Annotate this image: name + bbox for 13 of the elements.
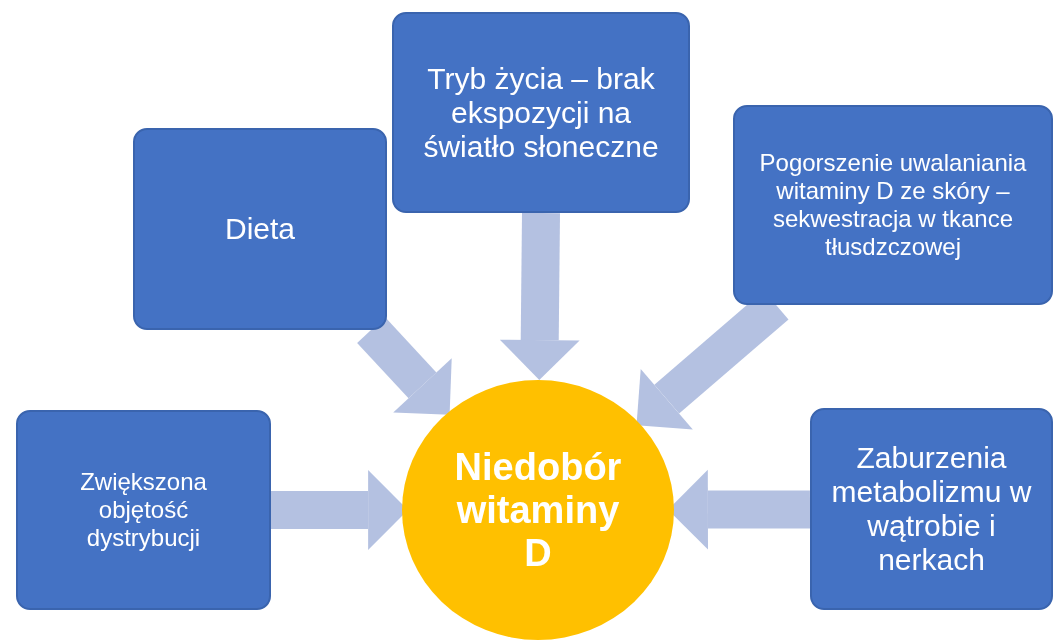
rounded-box [810, 408, 1053, 610]
rounded-box [733, 105, 1053, 305]
node-label: Zaburzenia metabolizmu w wątrobie i nerkach [830, 441, 1033, 577]
node-label: Tryb życia – brak ekspozycji na światło słoneczne [422, 61, 660, 164]
block-arrow [499, 212, 580, 380]
node-label: Zwiększona objętość dystrybucji [79, 468, 208, 552]
rounded-box [392, 12, 690, 213]
center-label: Niedobór witaminy D [453, 445, 623, 575]
node-label: Dieta [224, 212, 295, 246]
rounded-box [133, 128, 387, 330]
rounded-box [16, 410, 271, 610]
node-label: Pogorszenie uwalaniania witaminy D ze skóry – sekwestracja w tkance tłusdzczowej [758, 149, 1028, 261]
block-arrow [357, 317, 452, 415]
